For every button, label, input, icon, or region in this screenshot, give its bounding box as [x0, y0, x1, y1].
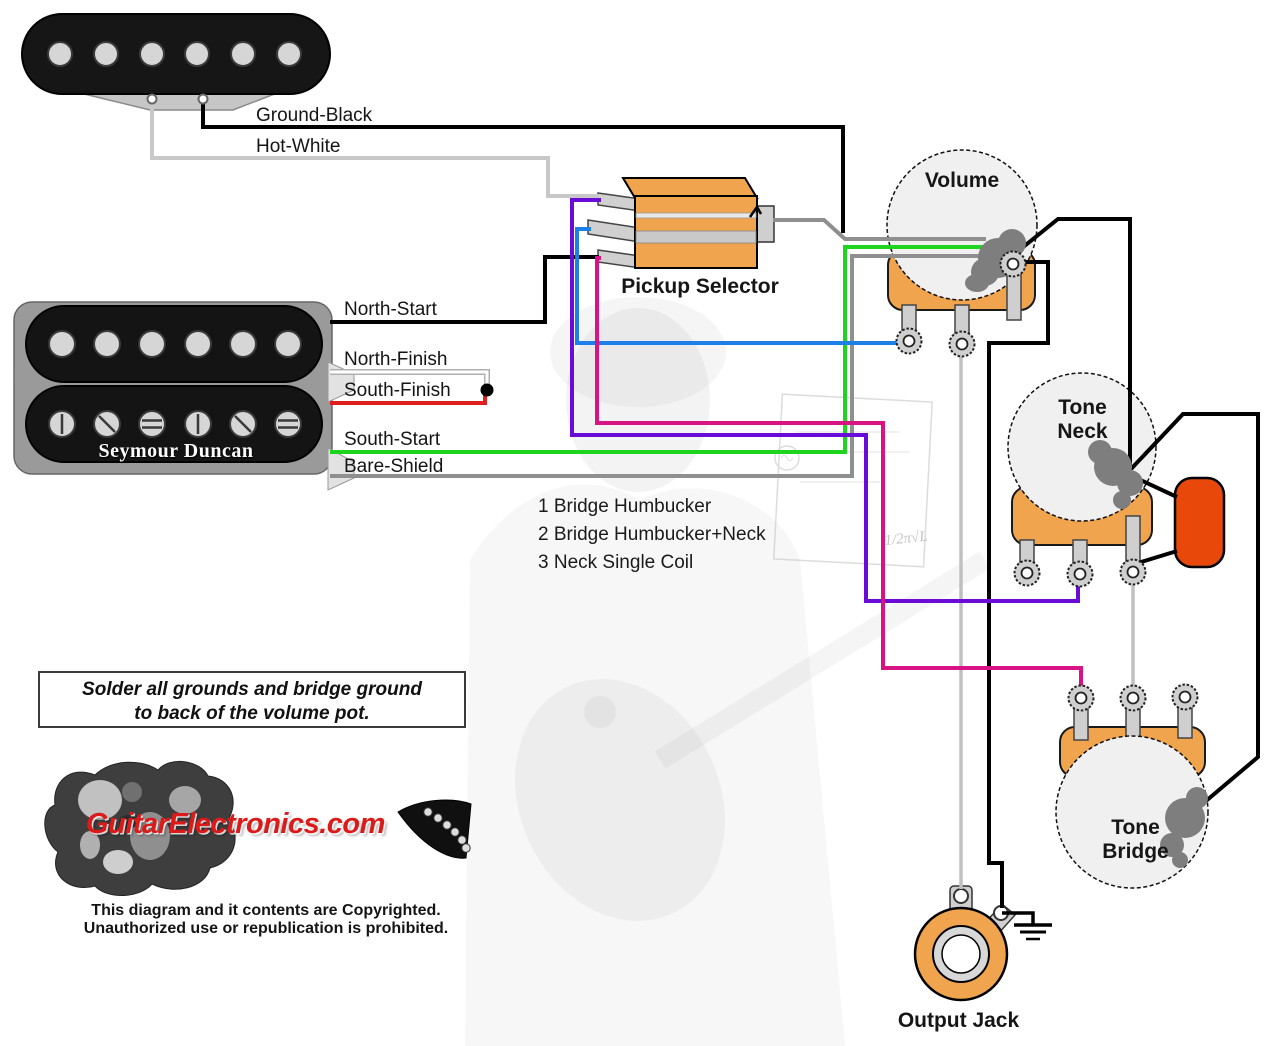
grounding-note-line2: to back of the volume pot.: [134, 703, 370, 724]
humbucker-brand-text: Seymour Duncan: [98, 440, 254, 462]
selector-lug-bridge: [597, 249, 641, 269]
humbucker-north-bobbin: [25, 305, 323, 383]
wire-neck-hot-white: [150, 99, 599, 198]
tone-bridge-eyelets: [1067, 683, 1199, 712]
wire-bare-shield-gray: [330, 254, 984, 478]
wire-selector-to-volume-blue: [575, 227, 898, 345]
label-pickup-selector: Pickup Selector: [621, 275, 779, 298]
switch-position-2: 2 Bridge Humbucker+Neck: [538, 524, 766, 545]
label-north-finish: North-Finish: [344, 349, 448, 370]
switch-position-3: 3 Neck Single Coil: [538, 552, 694, 573]
label-bare-shield: Bare-Shield: [344, 456, 444, 477]
switch-position-1: 1 Bridge Humbucker: [538, 496, 712, 517]
humbucker-round-poles: [48, 330, 302, 358]
logo-headstock: [397, 799, 472, 859]
label-output-jack: Output Jack: [897, 1009, 1020, 1032]
wire-selector-to-toneneck-purple: [570, 198, 1080, 603]
selector-stripe: [635, 230, 757, 244]
single-coil-terminal: [197, 93, 209, 105]
label-ground-black: Ground-Black: [256, 105, 373, 126]
logo-guitar-body: [44, 760, 236, 897]
wire-volume-to-toneneck-black: [1015, 217, 1132, 466]
selector-stripe: [635, 212, 757, 219]
humbucker-south-bobbin: [25, 385, 323, 463]
volume-lug-1: [901, 304, 917, 332]
logo-tuners: [423, 807, 471, 853]
bridge-humbucker-pickup: [13, 301, 355, 491]
watermark-formula: 1/2π√L: [884, 529, 929, 549]
single-coil-poles: [47, 41, 302, 67]
humbucker-screw-poles: [48, 410, 302, 438]
selector-lever-arrow: [748, 204, 763, 218]
wire-toneneck-to-tonebridge-black: [1129, 412, 1260, 819]
label-tone-neck-line2: Neck: [1057, 420, 1108, 443]
single-coil-baseplate: [79, 92, 278, 111]
label-hot-white: Hot-White: [256, 136, 341, 157]
volume-eyelets: [895, 250, 1027, 358]
logo-text: GuitarElectronics.com: [86, 808, 385, 840]
solder-blobs: [965, 229, 1208, 868]
label-tone-bridge-line1: Tone: [1111, 816, 1160, 839]
single-coil-terminal: [146, 93, 158, 105]
copyright-line1: This diagram and it contents are Copyrig…: [91, 902, 441, 919]
tone-bridge-solder-blob: [1160, 787, 1208, 868]
wire-south-start-green: [330, 245, 987, 454]
label-south-finish: South-Finish: [344, 380, 451, 401]
series-link-solder-dot: [480, 383, 494, 397]
tone-neck-solder-blob: [1088, 440, 1143, 509]
background-watermark: 1/2π√L: [465, 297, 991, 1046]
label-tone-neck-line1: Tone: [1058, 396, 1107, 419]
pickup-selector-switch: [587, 177, 775, 269]
wire-selector-output-gray: [773, 218, 986, 241]
tone-neck-lug-1: [1019, 539, 1035, 565]
output-jack: [913, 885, 1017, 1002]
wire-north-finish-white: [330, 370, 489, 387]
label-volume: Volume: [924, 169, 1000, 192]
label-south-start: South-Start: [344, 429, 441, 450]
tone-capacitor: [1173, 476, 1226, 569]
ground-symbol-icon: [1002, 911, 1052, 941]
terminals: [146, 93, 1199, 712]
jack-hole: [941, 934, 981, 974]
copyright-line2: Unauthorized use or republication is pro…: [83, 920, 449, 937]
tone-neck-lug-3: [1125, 515, 1141, 565]
label-north-start: North-Start: [344, 299, 437, 320]
pot-eyelets: [895, 250, 1199, 712]
tone-neck-eyelets: [1013, 558, 1147, 588]
wire-selector-to-tonebridge-pink: [595, 256, 1083, 690]
wire-cap-lower-lead: [1137, 549, 1178, 565]
label-tone-bridge-line2: Bridge: [1102, 840, 1169, 863]
single-coil-body: [21, 13, 331, 95]
volume-lug-2: [954, 304, 970, 336]
neck-single-coil-pickup: [21, 13, 331, 111]
wires: [150, 99, 1260, 908]
wire-neck-ground-black: [201, 99, 845, 233]
selector-lug-middle: [587, 219, 641, 243]
wire-ground-bus-black: [987, 260, 1050, 908]
grounding-note: Solder all grounds and bridge ground to …: [38, 671, 466, 728]
grounding-note-line1: Solder all grounds and bridge ground: [82, 679, 422, 700]
jack-tab-rivet: [953, 888, 969, 904]
